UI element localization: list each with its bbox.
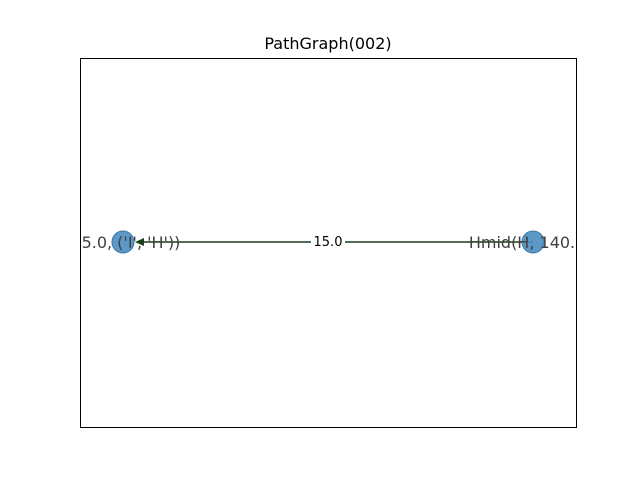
node-circle-right: [521, 230, 545, 254]
edge-label: 15.0: [314, 235, 343, 250]
node-label-left: 5.0, ('I', 'H')): [82, 233, 181, 252]
plot-title: PathGraph(002): [264, 34, 391, 53]
edge-arrowhead: [135, 238, 144, 246]
axes-frame: [80, 58, 577, 428]
graph-canvas: 15.0 5.0, ('I', 'H')) Hmid(H, 140.: [82, 230, 575, 254]
node-label-right: Hmid(H, 140.: [469, 233, 575, 252]
node-circle-left: [111, 230, 135, 254]
edge-label-background: [311, 233, 345, 249]
